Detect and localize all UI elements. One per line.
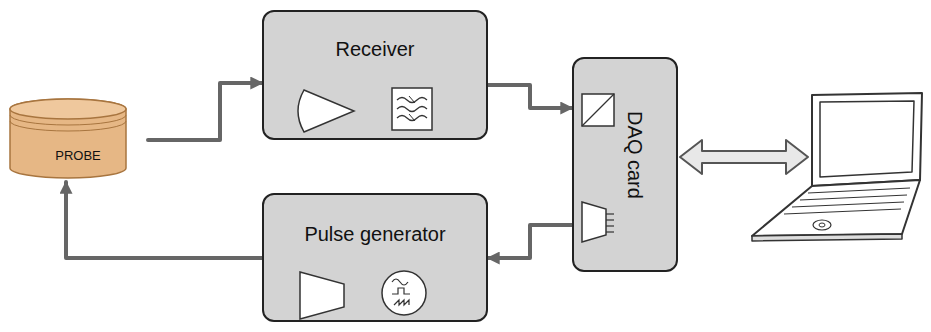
signal-connector bbox=[66, 182, 262, 258]
signal-connector bbox=[488, 85, 572, 108]
laptop-touchpad bbox=[813, 220, 831, 230]
dac-symbol bbox=[582, 202, 614, 242]
probe-cylinder bbox=[8, 98, 128, 182]
laptop-base bbox=[752, 180, 920, 236]
laptop-icon bbox=[752, 93, 922, 241]
double-arrow bbox=[680, 140, 808, 174]
amplifier-symbol bbox=[298, 90, 354, 132]
signal-connector bbox=[488, 225, 572, 258]
laptop-display bbox=[820, 101, 914, 177]
node-label: Receiver bbox=[264, 38, 486, 61]
laptop-touchpad-center bbox=[819, 223, 825, 227]
process-box: DAQ card bbox=[572, 57, 678, 272]
receiver-symbols bbox=[264, 12, 474, 142]
node-label: Pulse generator bbox=[264, 223, 486, 246]
process-box: Receiver bbox=[262, 10, 488, 140]
node-label: PROBE bbox=[8, 148, 148, 163]
filter-symbol bbox=[392, 88, 432, 130]
laptop-edge bbox=[752, 234, 902, 241]
laptop-keyboard bbox=[784, 188, 910, 214]
pulse-symbols bbox=[264, 195, 474, 324]
probe-node: PROBE bbox=[8, 98, 148, 182]
bidirectional-arrow bbox=[680, 140, 808, 174]
power-amp-symbol bbox=[300, 272, 344, 319]
waveform-symbol bbox=[382, 271, 426, 315]
signal-connector bbox=[148, 83, 262, 140]
process-box: Pulse generator bbox=[262, 193, 488, 322]
laptop-screen bbox=[812, 93, 922, 186]
node-label: DAQ card bbox=[623, 111, 646, 199]
adc-symbol bbox=[582, 94, 614, 126]
